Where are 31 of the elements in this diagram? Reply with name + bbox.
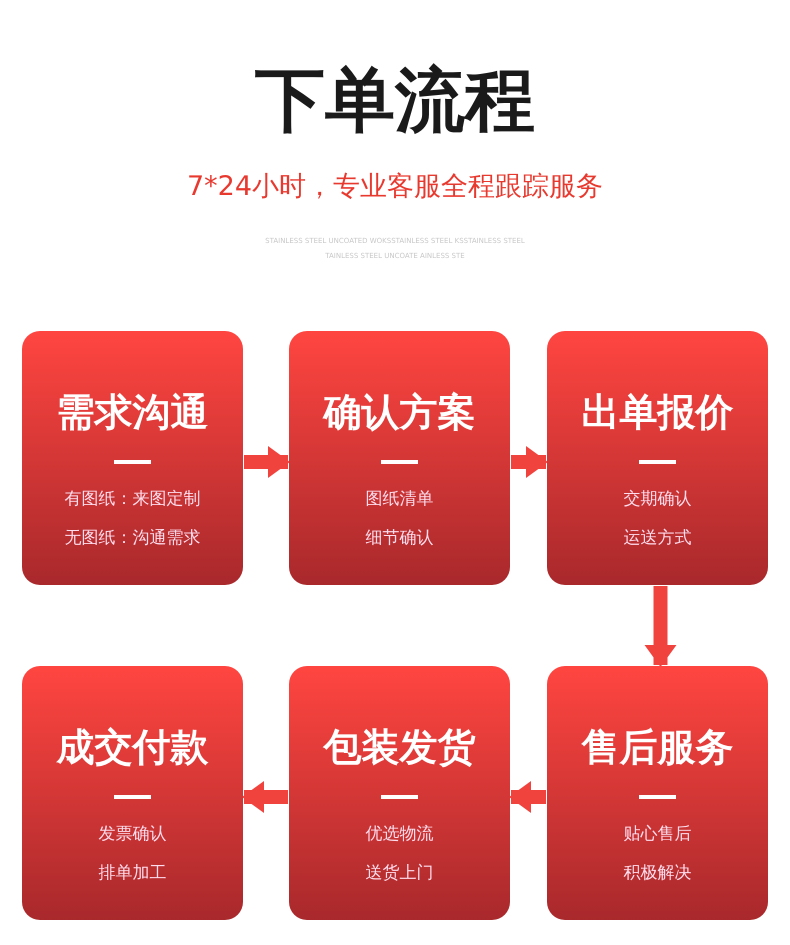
arrow [509,781,546,813]
step-detail: 运送方式 [622,527,692,549]
step-heading: 出单报价 [580,389,734,435]
step-heading: 确认方案 [322,389,476,435]
step-detail: 排单加工 [98,862,168,884]
step-detail: 交期确认 [622,488,692,510]
process-card [547,331,768,585]
step-detail: 贴心售后 [622,823,692,845]
arrow [644,586,676,667]
title: 下单流程 [254,58,536,143]
step-detail: 图纸清单 [364,488,434,510]
process-card [289,331,510,585]
step-detail: 细节确认 [364,527,434,549]
process-card [22,666,243,920]
step-detail: 无图纸：沟通需求 [64,527,202,549]
step-detail: 积极解决 [622,862,692,884]
subtitle: 7*24小时，专业客服全程跟踪服务 [186,170,604,204]
arrow [244,446,290,478]
step-detail: 送货上门 [364,862,434,884]
process-card [289,666,510,920]
arrow [242,781,288,813]
step-detail: 有图纸：来图定制 [64,488,202,510]
step-heading: 需求沟通 [56,389,210,435]
step-heading: 售后服务 [580,724,734,770]
process-card [547,666,768,920]
process-card [22,331,243,585]
step-detail: 优选物流 [364,823,434,845]
step-heading: 成交付款 [55,724,210,770]
arrow [511,446,548,478]
step-detail: 发票确认 [98,823,168,845]
step-heading: 包装发货 [322,724,476,770]
